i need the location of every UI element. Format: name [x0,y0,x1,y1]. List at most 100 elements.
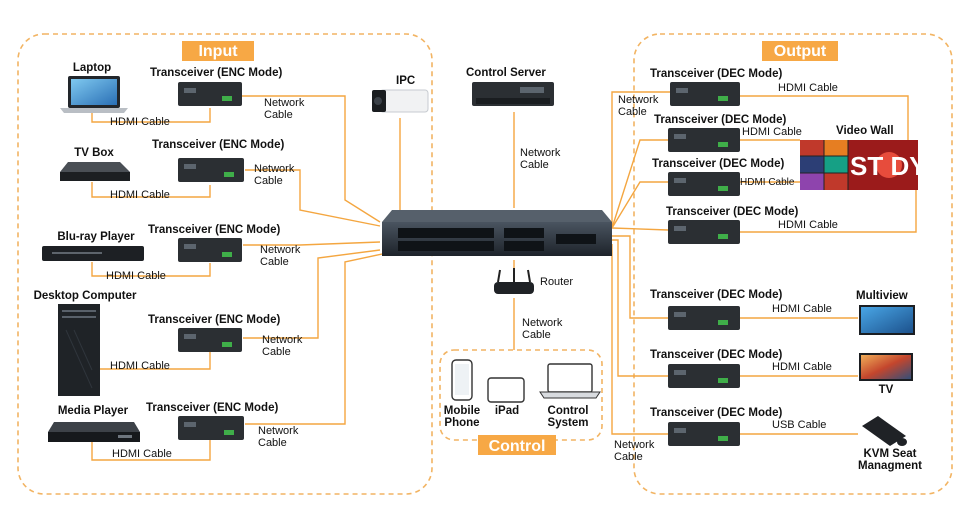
usb-cable-label: USB Cable [772,419,826,431]
transceiver-label: Transceiver (ENC Mode) [148,224,280,236]
network-cable-label: Network [264,97,305,109]
network-cable-label: Cable [520,159,549,171]
ipc-label: IPC [396,75,415,87]
output-section-tag [762,41,838,61]
network-switch [382,210,612,256]
transceiver-label: Transceiver (DEC Mode) [650,407,782,419]
transceiver-dec-icon [668,306,740,330]
tv-box-label: TV Box [74,147,114,159]
transceiver-dec-icon [668,128,740,152]
desktop-computer-icon [58,304,100,396]
network-cable-label: Cable [522,329,551,341]
laptop-icon [60,76,128,113]
transceiver-enc-icon [178,238,242,262]
network-cable-label: Cable [614,451,643,463]
transceiver-enc-icon [178,416,244,440]
control-server-label: Control Server [466,67,546,79]
transceiver-label: Transceiver (DEC Mode) [650,289,782,301]
transceiver-enc-icon [178,328,242,352]
control-system-label: Control [548,405,589,417]
blu-ray-player-icon [42,246,144,261]
kvm-seat-label: Managment [858,460,922,472]
transceiver-enc-icon [178,158,244,182]
network-cable-label: Network [520,147,561,159]
output-section-title: Output [774,43,827,60]
mobile-phone-label: Mobile [444,405,480,417]
hdmi-cable-label: HDMI Cable [110,360,170,372]
multiview-display-icon [859,305,915,335]
network-cable-label: Cable [260,256,289,268]
hdmi-cable-label: HDMI Cable [740,177,795,188]
transceiver-dec-icon [668,172,740,196]
ipc-camera-icon [372,89,429,113]
transceiver-label: Transceiver (ENC Mode) [146,402,278,414]
network-cable-label: Network [254,163,295,175]
hdmi-cable-label: HDMI Cable [742,126,802,138]
hdmi-cable-label: HDMI Cable [772,361,832,373]
video-wall-text: ST DY [850,151,927,181]
output-transceivers [668,82,740,446]
multiview-label: Multiview [856,290,908,302]
hdmi-cable-label: HDMI Cable [106,270,166,282]
media-player-icon [48,422,140,442]
media-player-label: Media Player [58,405,129,417]
ipad-label: iPad [495,405,519,417]
control-server-icon [472,82,554,106]
hdmi-cable-label: HDMI Cable [112,448,172,460]
hdmi-cable-label: HDMI Cable [110,116,170,128]
network-cable-label: Network [260,244,301,256]
blu-ray-player-label: Blu-ray Player [57,231,135,243]
input-section-frame [17,33,433,495]
network-cable-label: Cable [264,109,293,121]
transceiver-dec-icon [668,422,740,446]
network-cable-label: Cable [258,437,287,449]
hdmi-cable-label: HDMI Cable [110,189,170,201]
transceiver-label: Transceiver (DEC Mode) [666,206,798,218]
control-section-tag [478,435,556,455]
tv-box-icon [60,162,130,181]
desktop-computer-label: Desktop Computer [34,290,137,302]
kvm-seat-label: KVM Seat [863,448,916,460]
network-cable-label: Cable [254,175,283,187]
transceiver-dec-icon [668,220,740,244]
transceiver-label: Transceiver (ENC Mode) [148,314,280,326]
video-wall-display: ST DY [800,140,927,190]
network-cable-label: Cable [262,346,291,358]
transceiver-dec-icon [668,364,740,388]
transceiver-enc-icon [178,82,242,106]
control-section-title: Control [489,438,546,455]
connection-lines [91,91,917,461]
network-cable-label: Network [614,439,655,451]
network-cable-label: Network [258,425,299,437]
input-section-title: Input [198,43,238,60]
hdmi-cable-label: HDMI Cable [778,219,838,231]
input-transceivers [178,82,244,440]
hdmi-cable-label: HDMI Cable [778,82,838,94]
ipad-icon [487,377,525,403]
transceiver-label: Transceiver (DEC Mode) [652,158,784,170]
mobile-phone-label: Phone [444,417,479,429]
network-cable-label: Network [618,94,659,106]
router-icon [494,268,534,294]
keyboard-mouse-icon [862,416,907,446]
network-cable-label: Cable [618,106,647,118]
router-label: Router [540,276,573,288]
video-wall-label: Video Wall [836,125,894,137]
network-cable-label: Network [262,334,303,346]
control-system-label: System [548,417,589,429]
transceiver-label: Transceiver (DEC Mode) [650,68,782,80]
transceiver-label: Transceiver (DEC Mode) [654,114,786,126]
tv-display-icon [859,353,913,381]
mobile-phone-icon [451,359,473,401]
tv-label: TV [879,384,894,396]
transceiver-label: Transceiver (ENC Mode) [152,139,284,151]
hdmi-cable-label: HDMI Cable [772,303,832,315]
laptop-label: Laptop [73,62,111,74]
control-system-laptop-icon [539,363,601,399]
transceiver-dec-icon [670,82,740,106]
transceiver-label: Transceiver (ENC Mode) [150,67,282,79]
input-section-tag [182,41,254,61]
transceiver-label: Transceiver (DEC Mode) [650,349,782,361]
network-cable-label: Network [522,317,563,329]
